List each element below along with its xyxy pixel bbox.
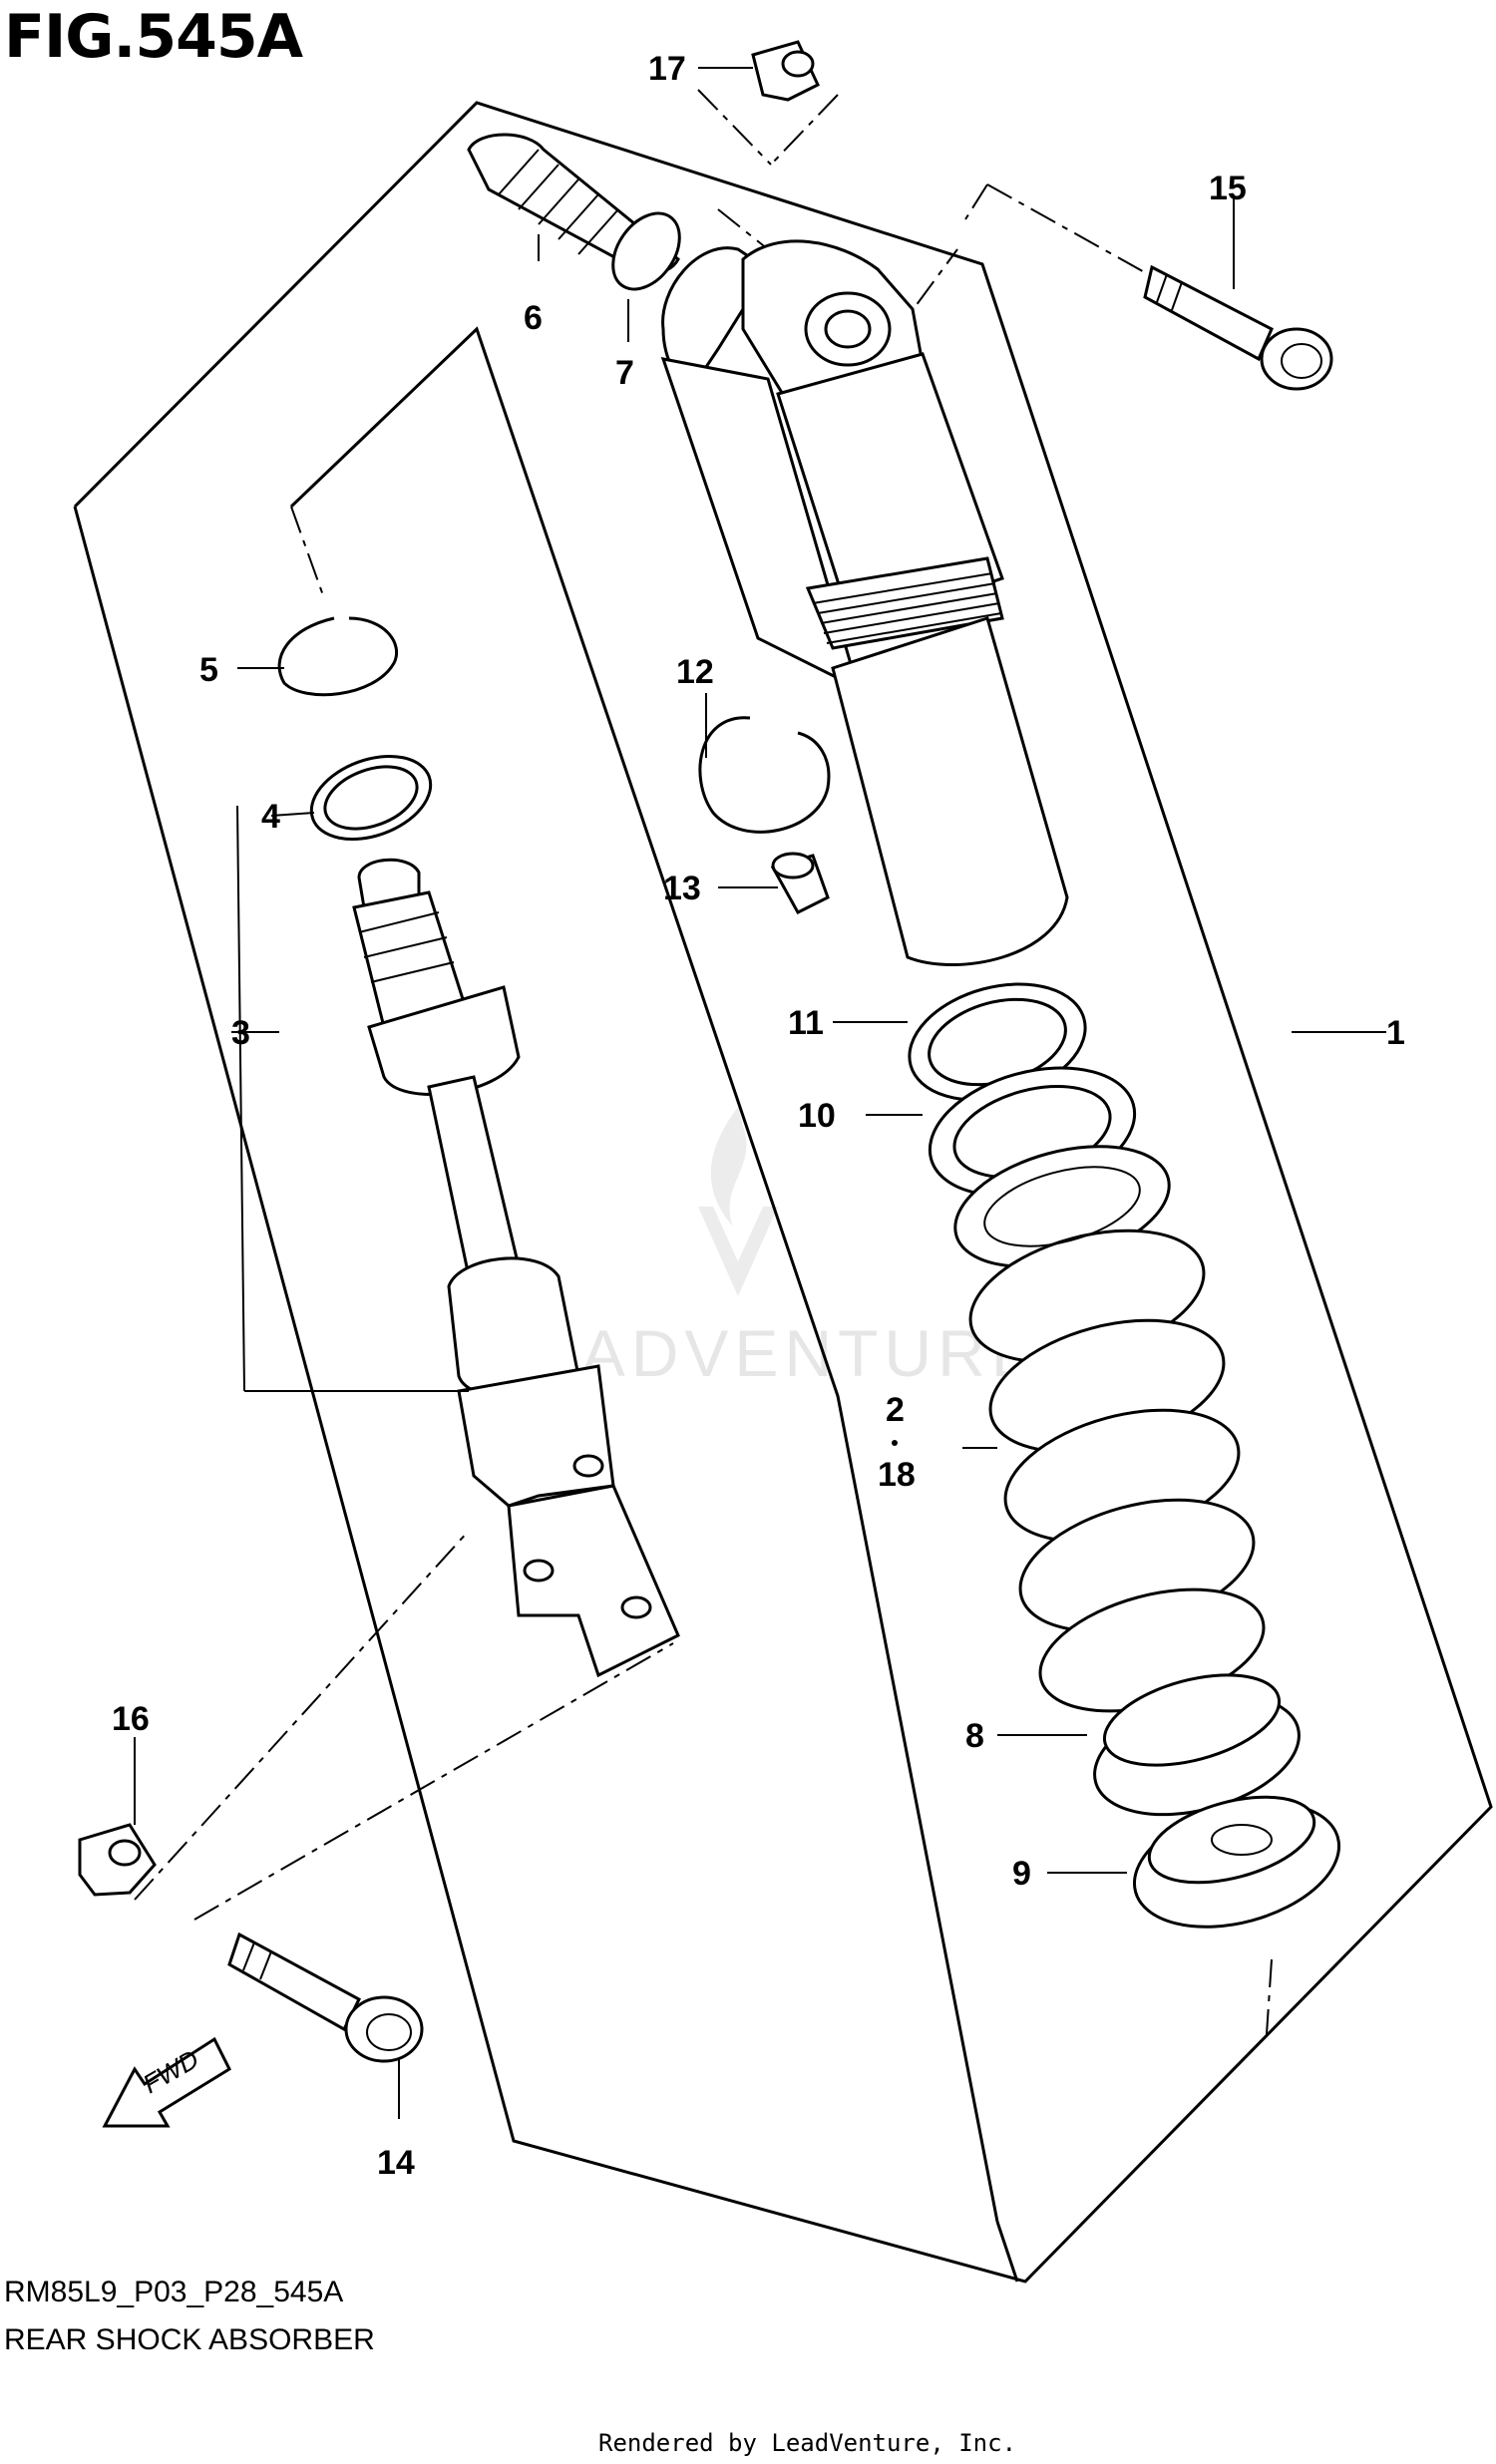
leader-lines xyxy=(134,67,1386,2119)
callout-3: 3 xyxy=(231,1014,250,1052)
shock-body xyxy=(660,239,1069,966)
callout-17: 17 xyxy=(648,50,686,88)
inner-boundary xyxy=(289,326,999,2223)
assembly-outline xyxy=(73,101,1493,2284)
callout-1: 1 xyxy=(1386,1014,1405,1052)
callout-7: 7 xyxy=(615,354,634,392)
callout-5: 5 xyxy=(199,651,218,689)
part-2-spring xyxy=(953,1145,1266,1713)
fwd-arrow-icon: FWD xyxy=(102,2036,231,2128)
callout-11: 11 xyxy=(788,1004,824,1042)
callout-14: 14 xyxy=(377,2144,415,2182)
callout-6: 6 xyxy=(524,299,543,337)
callouts: 1 2 18 3 4 5 6 7 8 9 10 11 12 13 14 15 1… xyxy=(112,50,1405,2182)
part-13-valve xyxy=(770,852,830,914)
part-3-damper-rod xyxy=(352,858,680,1678)
part-12-circlip xyxy=(698,716,831,834)
part-15-bolt xyxy=(1143,264,1333,391)
part-5-circlip xyxy=(277,616,399,697)
part-16-nut xyxy=(78,1823,157,1897)
callout-13: 13 xyxy=(663,870,701,907)
render-credit: Rendered by LeadVenture, Inc. xyxy=(598,2429,1017,2457)
callout-dot xyxy=(892,1440,898,1446)
alignment-lines xyxy=(134,89,1273,2035)
damper-rod-outline xyxy=(995,2221,1019,2283)
part-9-seat xyxy=(1132,1795,1341,1929)
callout-12: 12 xyxy=(676,653,714,691)
callout-18: 18 xyxy=(878,1456,916,1494)
callout-10: 10 xyxy=(798,1097,836,1135)
part-7-ring xyxy=(611,211,681,291)
part-4-oring xyxy=(309,754,433,842)
callout-15: 15 xyxy=(1209,170,1247,207)
callout-2: 2 xyxy=(886,1391,905,1429)
callout-16: 16 xyxy=(112,1700,150,1738)
diagram-code: RM85L9_P03_P28_545A xyxy=(4,2276,344,2308)
callout-9: 9 xyxy=(1012,1855,1031,1893)
part-17-nut xyxy=(751,40,820,102)
part-14-bolt xyxy=(227,1932,424,2063)
figure-title: FIG.545A xyxy=(4,2,303,72)
diagram-subtitle: REAR SHOCK ABSORBER xyxy=(4,2323,375,2356)
callout-8: 8 xyxy=(965,1717,984,1755)
callout-4: 4 xyxy=(261,798,280,836)
